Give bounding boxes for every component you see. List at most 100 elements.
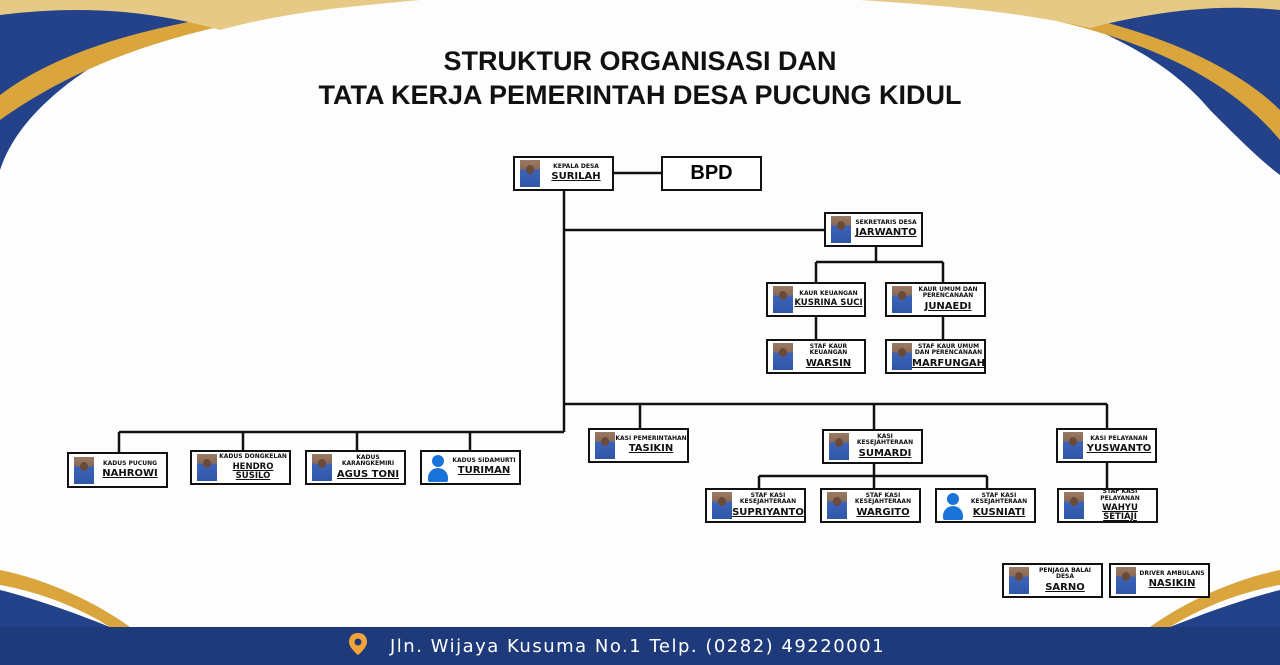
member-name: AGUS TONI — [336, 468, 400, 480]
user-avatar-icon — [427, 454, 449, 482]
member-role: KADUS SIDAMURTI — [452, 457, 516, 465]
member-name: NAHROWI — [102, 467, 158, 479]
member-photo — [773, 286, 793, 313]
member-role: KASI KESEJAHTERAAN — [856, 432, 914, 447]
bpd-box: BPD — [661, 156, 762, 191]
page-title: STRUKTUR ORGANISASI DAN TATA KERJA PEMER… — [0, 44, 1280, 112]
member-role: STAF KASI KESEJAHTERAAN — [970, 491, 1028, 506]
member-photo — [74, 456, 94, 484]
member-name: MARFUNGAH — [912, 357, 986, 369]
member-photo — [520, 160, 540, 187]
footer-address: Jln. Wijaya Kusuma No.1 Telp. (0282) 492… — [390, 636, 886, 657]
member-photo — [827, 492, 847, 519]
member-name: NASIKIN — [1148, 578, 1196, 590]
member-role: STAF KASI PELAYANAN — [1100, 488, 1140, 502]
member-name: SURILAH — [551, 171, 601, 183]
member-role: DRIVER AMBULANS — [1139, 570, 1205, 578]
member-photo — [712, 492, 732, 519]
member-role: STAF KASI KESEJAHTERAAN — [739, 491, 797, 506]
member-role: STAF KAUR KEUANGAN — [809, 342, 848, 357]
member-role: SEKRETARIS DESA — [855, 219, 917, 227]
member-photo — [892, 343, 912, 370]
member-name: SUPRIYANTO — [732, 506, 804, 518]
member-name: JARWANTO — [855, 227, 917, 239]
member-name: SARNO — [1045, 581, 1085, 593]
member-name: JUNAEDI — [924, 300, 972, 312]
member-photo — [831, 216, 851, 243]
member-name: HENDRO SUSILO — [232, 461, 274, 481]
member-role: KEPALA DESA — [553, 163, 599, 171]
member-name: TURIMAN — [457, 465, 511, 477]
member-name: TASIKIN — [628, 443, 674, 455]
member-photo — [1063, 432, 1083, 459]
member-role: STAF KAUR UMUM DAN PERENCANAAN — [914, 342, 983, 357]
member-photo — [773, 343, 793, 370]
member-role: KADUS DONGKELAN — [219, 453, 287, 461]
title-line-1: STRUKTUR ORGANISASI DAN — [443, 46, 837, 76]
bpd-label: BPD — [690, 162, 733, 184]
member-role: PENJAGA BALAI DESA — [1039, 566, 1091, 581]
member-photo — [892, 286, 912, 313]
title-line-2: TATA KERJA PEMERINTAH DESA PUCUNG KIDUL — [318, 80, 962, 110]
user-avatar-icon — [942, 492, 964, 520]
member-role: KADUS PUCUNG — [102, 459, 158, 467]
location-pin-icon — [349, 633, 367, 655]
member-photo — [312, 454, 332, 481]
member-photo — [595, 432, 615, 459]
member-photo — [197, 454, 217, 481]
member-role: KASI PEMERINTAHAN — [615, 435, 687, 443]
footer-bar: Jln. Wijaya Kusuma No.1 Telp. (0282) 492… — [0, 627, 1280, 665]
member-name: KUSRINA SUCI — [794, 298, 863, 309]
member-photo — [1009, 567, 1029, 594]
member-name: WAHYU SETIAJI — [1102, 502, 1138, 522]
member-role: KADUS KARANGKEMIRI — [341, 453, 395, 468]
member-photo — [829, 433, 849, 460]
member-role: STAF KASI KESEJAHTERAAN — [854, 491, 912, 506]
member-name: WARGITO — [856, 506, 910, 518]
member-role: KASI PELAYANAN — [1090, 435, 1148, 443]
member-name: SUMARDI — [858, 447, 912, 459]
member-name: YUSWANTO — [1086, 443, 1152, 455]
member-photo — [1116, 567, 1136, 594]
member-name: KUSNIATI — [972, 506, 1026, 518]
member-role: KAUR KEUANGAN — [799, 289, 858, 297]
member-name: WARSIN — [805, 357, 852, 369]
